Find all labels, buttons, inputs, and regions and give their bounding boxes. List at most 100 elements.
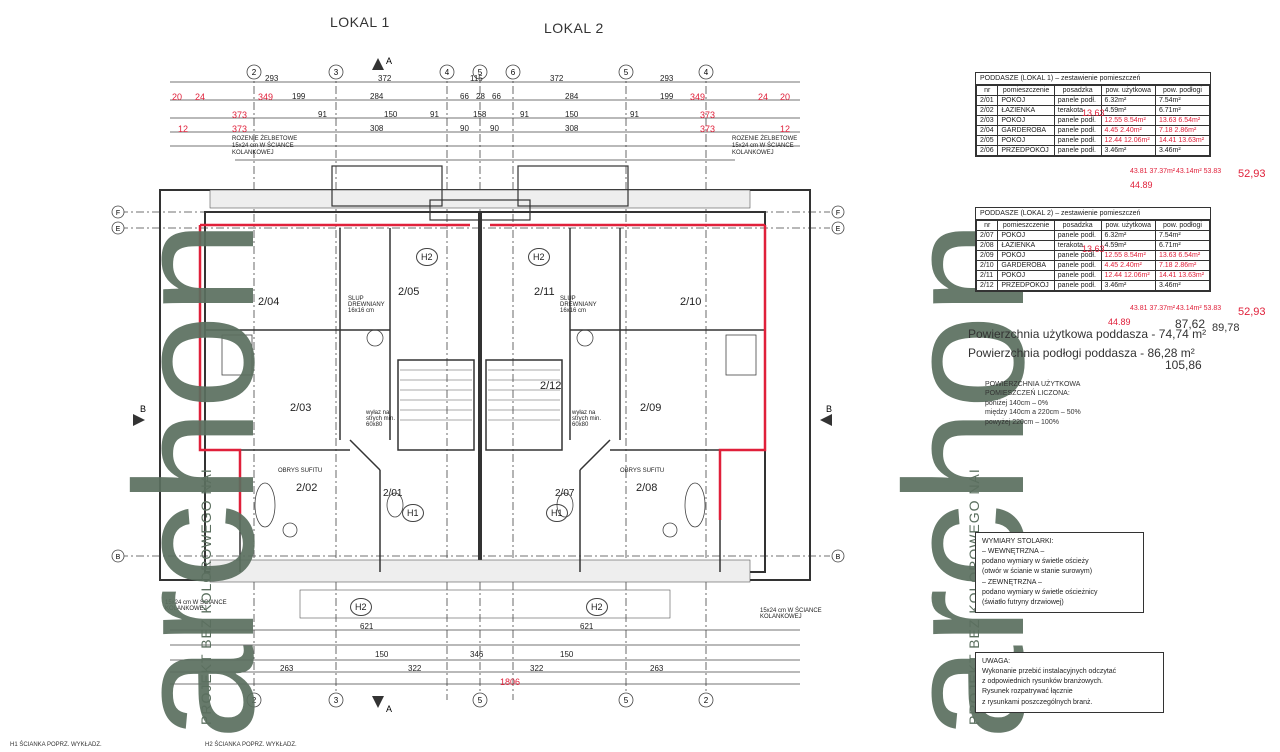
height-tag: H1 [402, 504, 424, 522]
cell: panele podł. [1053, 270, 1102, 281]
col-header: pow. podłogi [1154, 85, 1211, 96]
dim-top-2: 372 [378, 74, 392, 83]
cell: ŁAZIENKA [997, 240, 1055, 251]
rozenie-right-note: ROZENIE ŻELBETOWE 15x24 cm W ŚCIANCE KOL… [732, 136, 798, 157]
cell: 3.46m² [1154, 145, 1211, 156]
note-line: poniżej 140cm – 0% [985, 399, 1049, 407]
cell: 3.46m² [1100, 280, 1156, 291]
axis-label: 3 [334, 68, 339, 77]
cell: 6.32m² [1100, 230, 1156, 241]
cell: GARDEROBA [997, 260, 1055, 271]
axis-label: 3 [334, 696, 339, 705]
section-mark: B [140, 404, 146, 414]
dim-r3-b: 91 [318, 110, 327, 119]
cell: POKÓJ [997, 230, 1055, 241]
note-line: powyżej 220cm – 100% [985, 418, 1059, 426]
rozenie-bottom-right-note: 15x24 cm W ŚCIANCE KOLANKOWEJ [760, 608, 822, 620]
height-tag: H2 [586, 598, 608, 616]
cell: POKÓJ [997, 135, 1055, 146]
dim-r2-c: 349 [258, 92, 274, 102]
usable-area-summary: Powierzchnia użytkowa poddasza - 74,74 m… [968, 327, 1207, 341]
room-table: nr pomieszczenie posadzka pow. użytkowa … [975, 85, 1211, 156]
cell: 12.55 8.54m² [1100, 115, 1156, 126]
table-caption: PODDASZE (LOKAL 1) – zestawienie pomiesz… [976, 73, 1210, 85]
table1-hand-note-1: 13.63 [1082, 108, 1105, 118]
note-line: z odpowiednich rysunków branżowych. [982, 678, 1104, 686]
wylaz-note-left: wyłaz na strych min. 60x80 [366, 410, 396, 428]
table2-hand-note-2: 44.89 [1108, 317, 1131, 327]
table2-hand-note-1: 13.63 [1082, 244, 1105, 254]
cell: 4.45 2.40m² [1100, 125, 1156, 136]
room-schedule-lokal-1: PODDASZE (LOKAL 1) – zestawienie pomiesz… [975, 72, 1211, 157]
cell: GARDEROBA [997, 125, 1055, 136]
cell: 2/04 [975, 125, 999, 136]
usable-area-red-value: 87,62 [1175, 317, 1206, 331]
room-label: 2/09 [640, 402, 662, 414]
cell: ŁAZIENKA [997, 105, 1055, 116]
watermark-left-sub: PROJEKT BEZ KOLOROWEGO NAI [198, 468, 214, 725]
dim-r4-g: 373 [700, 124, 716, 134]
table1-hand-note-3: 52,93 [1238, 168, 1266, 180]
note-line: między 140cm a 220cm – 50% [985, 409, 1081, 417]
note-line: – WEWNĘTRZNA – [982, 548, 1045, 556]
cell: 12.44 12.06m² [1100, 135, 1156, 146]
dim-r4-h: 12 [780, 124, 791, 134]
floor-area-red-value: 105,86 [1165, 358, 1202, 372]
cell: POKÓJ [997, 250, 1055, 261]
cell: 6.71m² [1154, 105, 1211, 116]
axis-label: 4 [704, 68, 709, 77]
table-header-row: nr pomieszczenie posadzka pow. użytkowa … [975, 220, 1211, 231]
dim-bottom-9: 263 [650, 664, 664, 673]
axis-label: F [836, 210, 840, 217]
obrys-note-left: OBRYS SUFITU [278, 468, 323, 474]
dim-r4-d: 90 [460, 124, 469, 133]
cell: panele podł. [1053, 135, 1102, 146]
dim-bottom-5: 150 [560, 650, 574, 659]
table1-total-floor: 43.14m² 53.83 [1176, 168, 1222, 175]
note-line: z rysunkami poszczególnych branż. [982, 698, 1093, 706]
room-label: 2/12 [540, 380, 562, 392]
note-line: – ZEWNĘTRZNA – [982, 578, 1042, 586]
slup-note-right: SLUP DREWNIANY 16x16 cm [560, 296, 597, 314]
cell: 6.71m² [1154, 240, 1211, 251]
col-header: posadzka [1053, 220, 1102, 231]
cell: 2/12 [975, 280, 999, 291]
cell: 2/03 [975, 115, 999, 126]
cell: 2/05 [975, 135, 999, 146]
axis-label: E [116, 226, 121, 233]
dim-bottom-4: 346 [470, 650, 484, 659]
watermark-left: archon [100, 220, 290, 740]
dim-r3-g: 150 [565, 110, 579, 119]
dim-r2-k: 349 [690, 92, 706, 102]
dim-r2-h: 66 [492, 92, 501, 101]
room-label: 2/07 [555, 488, 575, 499]
section-mark: B [826, 404, 832, 414]
installation-warning-box: UWAGA: Wykonanie przebić instalacyjnych … [975, 652, 1164, 713]
note-line: podano wymiary w świetle ościeży [982, 558, 1089, 566]
room-table: nr pomieszczenie posadzka pow. użytkowa … [975, 220, 1211, 291]
axis-label: 6 [511, 68, 516, 77]
dim-r4-e: 90 [490, 124, 499, 133]
cell: PRZEDPOKÓJ [997, 280, 1055, 291]
dim-r2-a: 20 [172, 92, 183, 102]
cell: panele podł. [1053, 230, 1102, 241]
axis-label: E [836, 226, 841, 233]
cell: 3.46m² [1100, 145, 1156, 156]
cell: POKÓJ [997, 270, 1055, 281]
col-header: nr [975, 220, 999, 231]
cell: PRZEDPOKÓJ [997, 145, 1055, 156]
section-mark: A [386, 704, 392, 714]
height-tag: H2 [528, 248, 550, 266]
dim-r2-i: 284 [565, 92, 579, 101]
cell: 2/10 [975, 260, 999, 271]
room-label: 2/01 [383, 488, 403, 499]
usable-area-hand-value: 89,78 [1212, 322, 1240, 334]
lokal-1-title: LOKAL 1 [330, 14, 390, 30]
